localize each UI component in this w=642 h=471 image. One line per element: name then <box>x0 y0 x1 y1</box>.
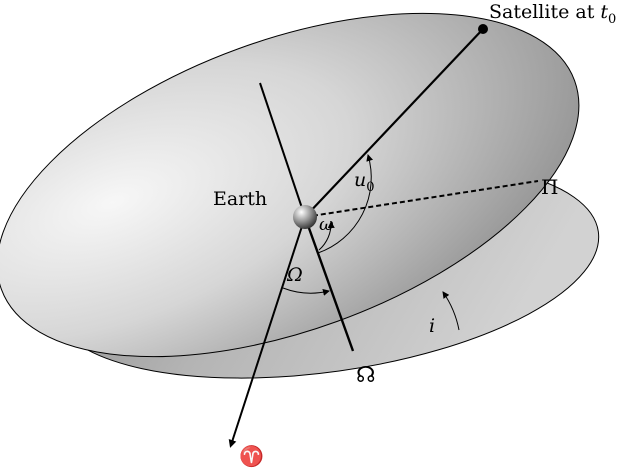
vernal-equinox-arrow <box>228 216 306 448</box>
orbital-plane <box>0 12 580 358</box>
satellite-label: Satellite at t0 <box>489 1 616 27</box>
earth-sphere <box>293 205 317 229</box>
raan-label: Ω <box>286 264 303 286</box>
arg-latitude-label: u0 <box>354 169 375 195</box>
satellite-line <box>304 28 484 218</box>
perigee-label: Π <box>541 175 558 199</box>
arg-perigee-label: ω <box>319 214 334 235</box>
ascending-node-label: ☊ <box>356 363 376 388</box>
node-line <box>303 216 355 352</box>
arg-perigee-arc <box>318 221 335 251</box>
perigee-line <box>304 180 539 218</box>
satellite-dot <box>478 24 488 34</box>
arg-latitude-arc <box>317 154 374 254</box>
vernal-equinox-label: ♈ <box>239 444 264 468</box>
raan-arc <box>282 287 330 296</box>
earth-label: Earth <box>213 188 267 210</box>
inclination-arc <box>442 291 460 331</box>
inclination-label: i <box>429 315 435 337</box>
orbit-rim-line <box>259 82 306 218</box>
